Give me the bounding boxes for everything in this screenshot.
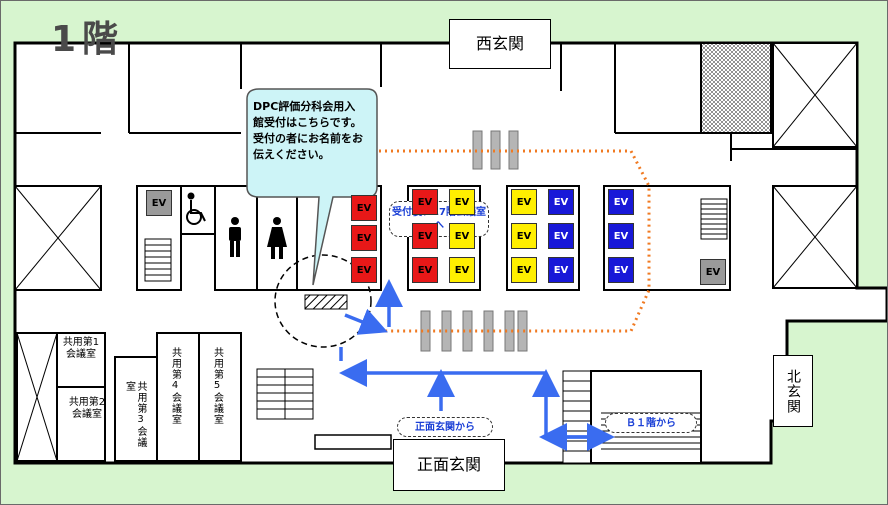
elevator-yellow: EV [511, 189, 537, 215]
elevator-red: EV [412, 257, 438, 283]
callout-bubble [246, 88, 378, 286]
elevator-west: EV [146, 190, 172, 216]
shaft-bottom-left [16, 332, 58, 462]
elevator-yellow: EV [449, 189, 475, 215]
floor-title: 1階 [51, 19, 125, 60]
elevator-yellow: EV [449, 223, 475, 249]
west-entrance-label: 西玄関 [449, 19, 551, 69]
front-entrance-label: 正面玄関 [393, 439, 505, 491]
elevator-east: EV [700, 259, 726, 285]
female-icon [267, 217, 287, 259]
elevator-red: EV [412, 223, 438, 249]
room-shared-5: 共用第5会議室 [211, 347, 223, 425]
elevator-yellow: EV [449, 257, 475, 283]
shaft-top-right [772, 42, 858, 148]
reception-desk [304, 294, 348, 310]
route-arrows [339, 279, 615, 451]
elevator-blue: EV [548, 223, 574, 249]
room-shared-3: 共用第3会議室 [123, 381, 147, 448]
elevator-red: EV [351, 195, 377, 221]
shaft-left [14, 185, 102, 291]
callout-text: DPC評価分科会用入館受付はこちらです。受付の者にお名前をお伝えください。 [253, 100, 363, 161]
note-reception: 受付後、17階会議室へ [389, 201, 489, 237]
room-shared-4: 共用第4会議室 [169, 347, 181, 425]
wheelchair-icon [186, 192, 206, 225]
north-entrance-label: 北玄関 [773, 355, 813, 427]
room-shared-1: 共用第1会議室 [62, 337, 100, 360]
elevator-blue: EV [608, 189, 634, 215]
shaft-right [772, 185, 858, 289]
stairs-right [700, 198, 728, 240]
elevator-red: EV [351, 225, 377, 251]
elevator-blue: EV [608, 257, 634, 283]
elevator-blue: EV [608, 223, 634, 249]
security-gates-top [472, 130, 519, 170]
elevator-yellow: EV [511, 257, 537, 283]
note-from-front: 正面玄関から [397, 417, 493, 437]
elevator-red: EV [412, 189, 438, 215]
male-icon [229, 217, 241, 257]
elevator-blue: EV [548, 189, 574, 215]
entry-path-dotted [379, 149, 651, 333]
room-shared-2: 共用第2会議室 [68, 397, 106, 420]
elevator-yellow: EV [511, 223, 537, 249]
elevator-blue: EV [548, 257, 574, 283]
stairs-bottom-right [562, 370, 592, 464]
reception-area [274, 254, 372, 348]
stairs-left [144, 238, 172, 282]
note-from-b1: Ｂ１階から [605, 413, 697, 433]
stairs-bottom-left [256, 368, 314, 420]
elevator-red: EV [351, 257, 377, 283]
